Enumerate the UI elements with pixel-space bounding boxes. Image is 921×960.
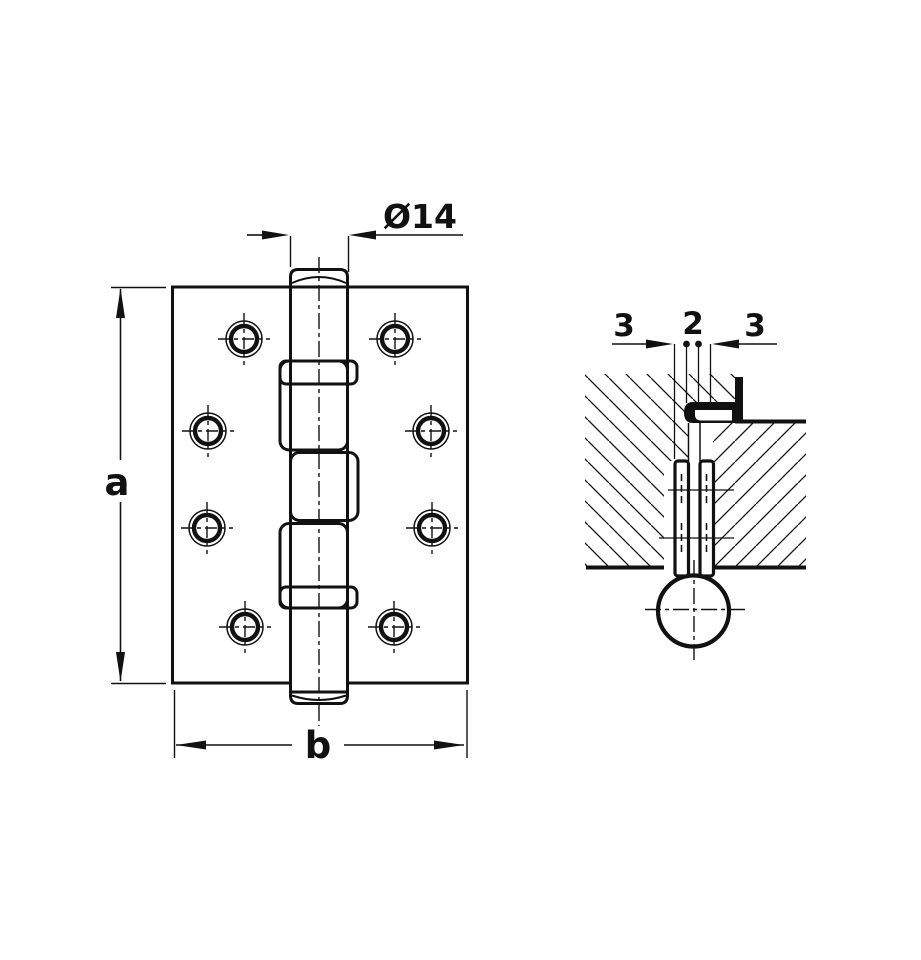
arrowhead-up-icon [116,288,125,318]
screw-hole [369,313,421,365]
hinge-section-view: 3 2 3 [585,306,806,664]
screw-hole [181,502,233,554]
dimension-pin-diameter: Ø14 [247,197,463,272]
pin-bottom-cap [289,692,349,705]
plate-screw-holes [659,474,734,554]
right-knuckle [289,451,360,522]
dim-label-a: a [105,461,130,504]
dimension-width-b: b [173,690,468,767]
screw-hole [219,601,271,653]
door-section-hatch [713,423,806,566]
dim-dot [683,340,690,348]
dimension-height-a: a [105,286,166,685]
arrowhead-left-icon [176,740,206,750]
leaf-hook [684,377,743,423]
arrowhead-right-icon [262,230,289,240]
dim-label-pin-diameter: Ø14 [383,197,457,236]
dim-label-frame-gap: 3 [613,308,635,344]
arrowhead-left-icon [712,339,739,349]
frame-section-hatch [585,374,740,566]
arrowhead-down-icon [116,652,125,682]
dim-dot [695,340,702,348]
screw-hole [368,601,420,653]
left-leaf [171,285,292,685]
screw-holes [181,313,458,653]
hinge-front-view: Ø14 a b [105,197,469,767]
arrowhead-right-icon [434,740,464,750]
dim-label-b: b [305,724,332,767]
screw-hole [405,405,457,457]
screw-hole [406,502,458,554]
dim-label-door-gap: 3 [744,308,766,344]
screw-hole [182,405,234,457]
dim-label-center-gap: 2 [682,306,704,342]
right-leaf [346,285,469,685]
screw-hole [218,313,270,365]
arrowhead-right-icon [646,339,673,349]
dimension-gaps: 3 2 3 [612,306,777,459]
arrowhead-left-icon [349,230,376,240]
